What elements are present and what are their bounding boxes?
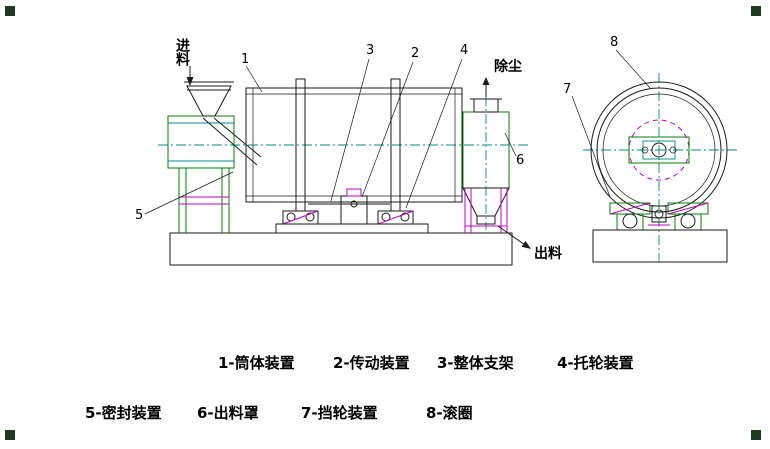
legend-item-2: 2-传动装置 <box>333 354 410 372</box>
discharge-label: 出料 <box>534 245 562 262</box>
callout-8: 8 <box>610 35 618 50</box>
legend: 1-筒体装置 2-传动装置 3-整体支架 4-托轮装置 5-密封装置 6-出料罩… <box>85 354 634 422</box>
legend-item-7: 7-挡轮装置 <box>301 404 378 422</box>
leader-5 <box>144 171 234 215</box>
discharge-arrowhead <box>521 241 531 249</box>
end-view <box>583 73 737 263</box>
callout-6: 6 <box>516 153 524 168</box>
leader-6 <box>504 132 517 157</box>
selection-handle-bottom-right[interactable] <box>751 430 761 440</box>
transmission-unit <box>308 188 390 225</box>
legend-item-6: 6-出料罩 <box>197 404 259 422</box>
annotations: 进料 除尘 出料 1 3 2 4 5 6 7 8 <box>135 35 651 262</box>
dust-arrowhead <box>482 77 490 85</box>
leader-7 <box>571 95 611 198</box>
center-hub <box>628 136 690 164</box>
endview-center-pivot <box>648 205 670 226</box>
feed-arrowhead <box>186 77 194 86</box>
callout-4: 4 <box>460 43 468 58</box>
discharge-arrow <box>497 225 529 248</box>
side-view <box>158 78 528 266</box>
legend-item-4: 4-托轮装置 <box>557 354 634 372</box>
selection-handle-top-left[interactable] <box>5 6 15 16</box>
support-frame <box>275 223 429 234</box>
roller-support-right <box>377 210 414 225</box>
feed-label: 进料 <box>174 38 190 67</box>
legend-item-1: 1-筒体装置 <box>218 354 295 372</box>
callout-7: 7 <box>563 82 571 97</box>
legend-item-8: 8-滚圈 <box>426 404 473 422</box>
feed-hopper <box>184 81 234 117</box>
roller-support-left <box>282 210 319 225</box>
discharge-hood <box>462 96 510 233</box>
foundation-base-left <box>169 232 513 266</box>
selection-handle-top-right[interactable] <box>751 6 761 16</box>
callout-5: 5 <box>135 208 143 223</box>
selection-handle-bottom-left[interactable] <box>5 430 15 440</box>
dust-removal-label: 除尘 <box>494 58 522 75</box>
leader-4 <box>405 58 463 209</box>
support-legs-left <box>178 168 230 233</box>
foundation-base-right <box>592 229 728 263</box>
leader-1 <box>245 65 263 93</box>
legend-item-3: 3-整体支架 <box>437 354 514 372</box>
legend-item-5: 5-密封装置 <box>85 404 162 422</box>
seal-housing <box>167 115 262 169</box>
callout-2: 2 <box>411 46 419 61</box>
callout-3: 3 <box>366 43 374 58</box>
leader-8 <box>615 49 651 89</box>
leader-3 <box>330 58 370 202</box>
callout-1: 1 <box>241 52 249 67</box>
leader-2 <box>361 61 414 198</box>
